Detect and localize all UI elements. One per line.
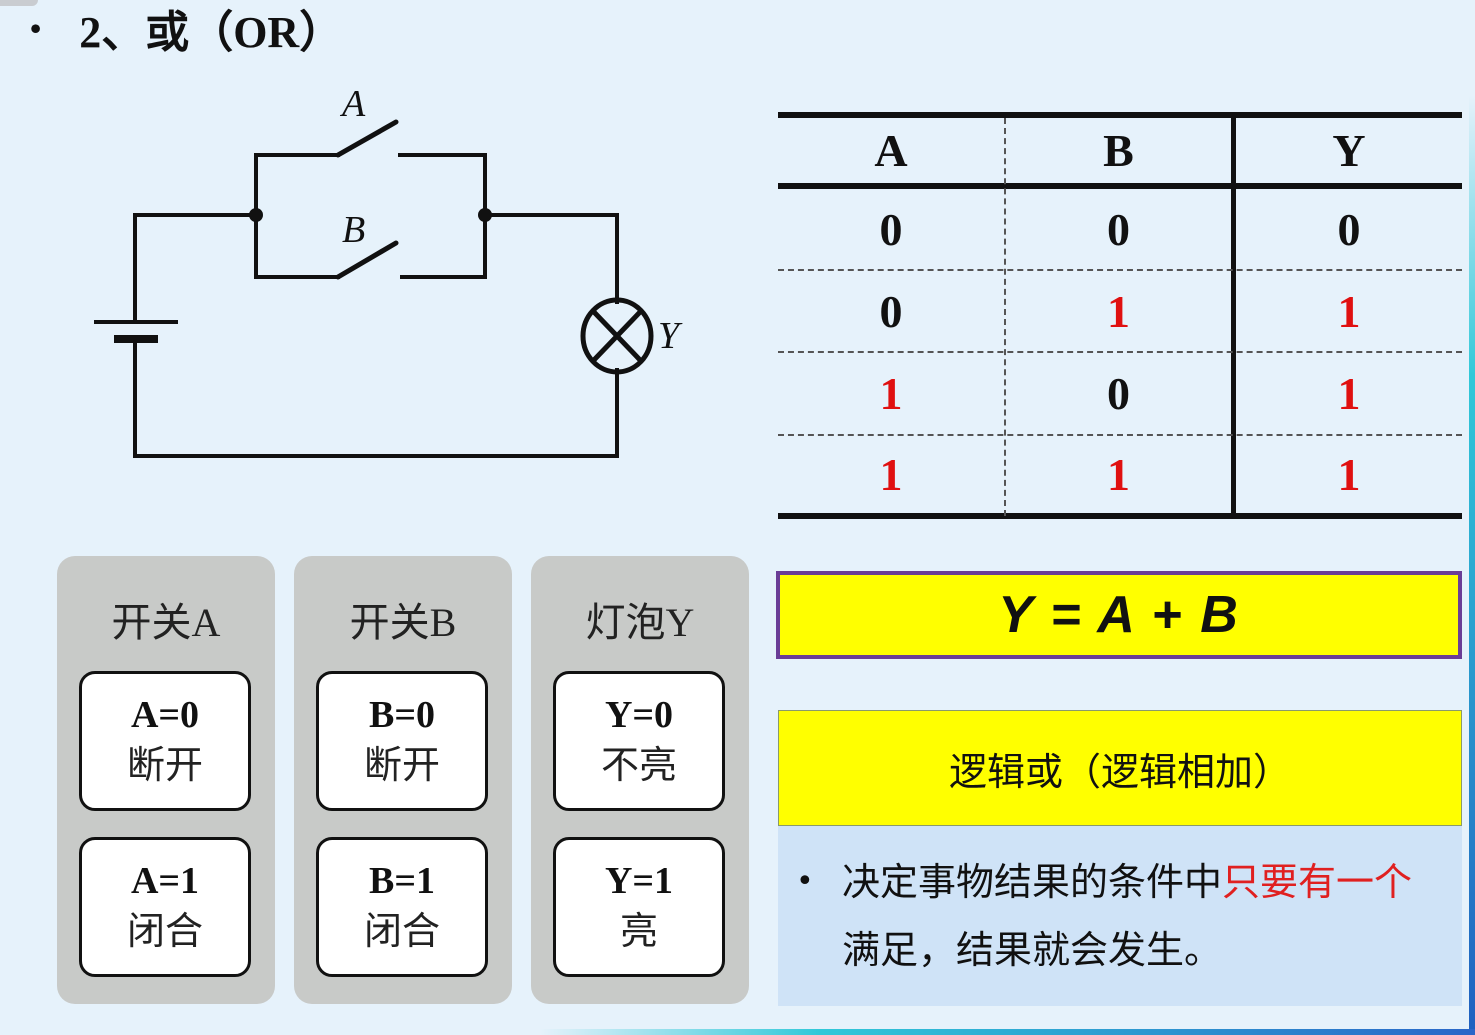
table-top-rule [778,112,1462,118]
table-cell: 0 [1107,203,1130,255]
slide-edge-stripe [1469,95,1475,1035]
description-part1: 决定事物结果的条件中 [842,860,1223,904]
description-text: 决定事物结果的条件中只要有一个满足，结果就会发生。 [842,848,1442,1006]
switch-b-icon [335,240,399,280]
state-box-closed: A=1 闭合 [79,837,251,977]
state-text: 亮 [619,911,658,953]
or-formula: Y = A + B [776,571,1462,659]
table-cell: 0 [879,203,903,255]
card-switch-b: 开关B B=0 断开 B=1 闭合 [294,556,512,1004]
bullet-icon: • [30,9,42,46]
state-value: B=0 [369,693,435,736]
state-text: 闭合 [363,911,440,953]
slide-title-text: 2、或（OR） [79,8,344,57]
state-value: B=1 [369,859,435,902]
table-header-rule [778,183,1462,189]
card-lamp-y: 灯泡Y Y=0 不亮 Y=1 亮 [531,556,749,1004]
state-text: 不亮 [600,745,677,787]
state-value: A=0 [130,693,200,736]
card-title: 开关A [111,600,221,645]
card-title: 开关B [349,600,457,645]
bullet-icon: • [796,864,814,899]
slide-title: • 2、或（OR） [30,0,343,57]
state-value: Y=0 [604,693,674,736]
table-cell: 1 [1107,285,1130,337]
table-cell: 0 [1337,203,1361,255]
or-circuit-diagram: A B Y [80,80,720,480]
table-dashed-row-rule [778,351,1462,353]
wire-right-top [483,213,619,304]
table-dashed-column-rule [1004,118,1006,516]
state-text: 断开 [126,745,203,787]
table-cell: 0 [879,285,903,337]
slide-bottom-stripe [540,1029,1475,1035]
description-highlight: 只要有一个 [1222,860,1413,904]
table-header-b: B [1103,125,1134,176]
state-text: 断开 [363,745,440,787]
wire-bottom [133,338,619,458]
table-cell: 1 [879,368,903,419]
table-dashed-row-rule [778,269,1462,271]
card-title: 灯泡Y [585,600,695,645]
state-value: Y=1 [604,859,674,902]
table-header-y: Y [1332,125,1366,176]
wire-left-top [133,213,258,322]
state-box-on: Y=1 亮 [553,837,725,977]
table-dashed-row-rule [778,434,1462,436]
table-cell: 1 [1337,368,1361,419]
junction-dot-icon [478,208,492,222]
table-cell: 0 [1107,368,1130,419]
state-box-closed: B=1 闭合 [316,837,488,977]
state-box-open: A=0 断开 [79,671,251,811]
lamp-label: Y [658,315,683,357]
state-value: A=1 [130,859,200,902]
table-cell: 1 [879,449,903,500]
description-part3: 满足，结果就会发生。 [842,928,1223,972]
table-cell: 1 [1107,449,1130,500]
switch-b-label: B [342,209,365,251]
table-cell: 1 [1337,285,1361,337]
table-output-divider [1231,112,1236,519]
switch-a-label: A [339,83,366,125]
junction-dot-icon [249,208,263,222]
card-switch-a: 开关A A=0 断开 A=1 闭合 [57,556,275,1004]
table-cell: 1 [1337,449,1361,500]
logic-name-box: 逻辑或（逻辑相加） [778,710,1462,826]
switch-a-icon [335,119,399,158]
description-box: • 决定事物结果的条件中只要有一个满足，结果就会发生。 [778,826,1462,1006]
truth-table: A B Y 0 0 0 0 1 1 1 0 1 1 1 1 [778,112,1462,520]
state-box-off: Y=0 不亮 [553,671,725,811]
table-header-a: A [874,125,908,176]
lamp-icon [580,297,654,375]
table-bottom-rule [778,513,1462,519]
state-text: 闭合 [126,911,203,953]
state-box-open: B=0 断开 [316,671,488,811]
window-corner [0,0,38,6]
battery-icon [94,320,178,343]
